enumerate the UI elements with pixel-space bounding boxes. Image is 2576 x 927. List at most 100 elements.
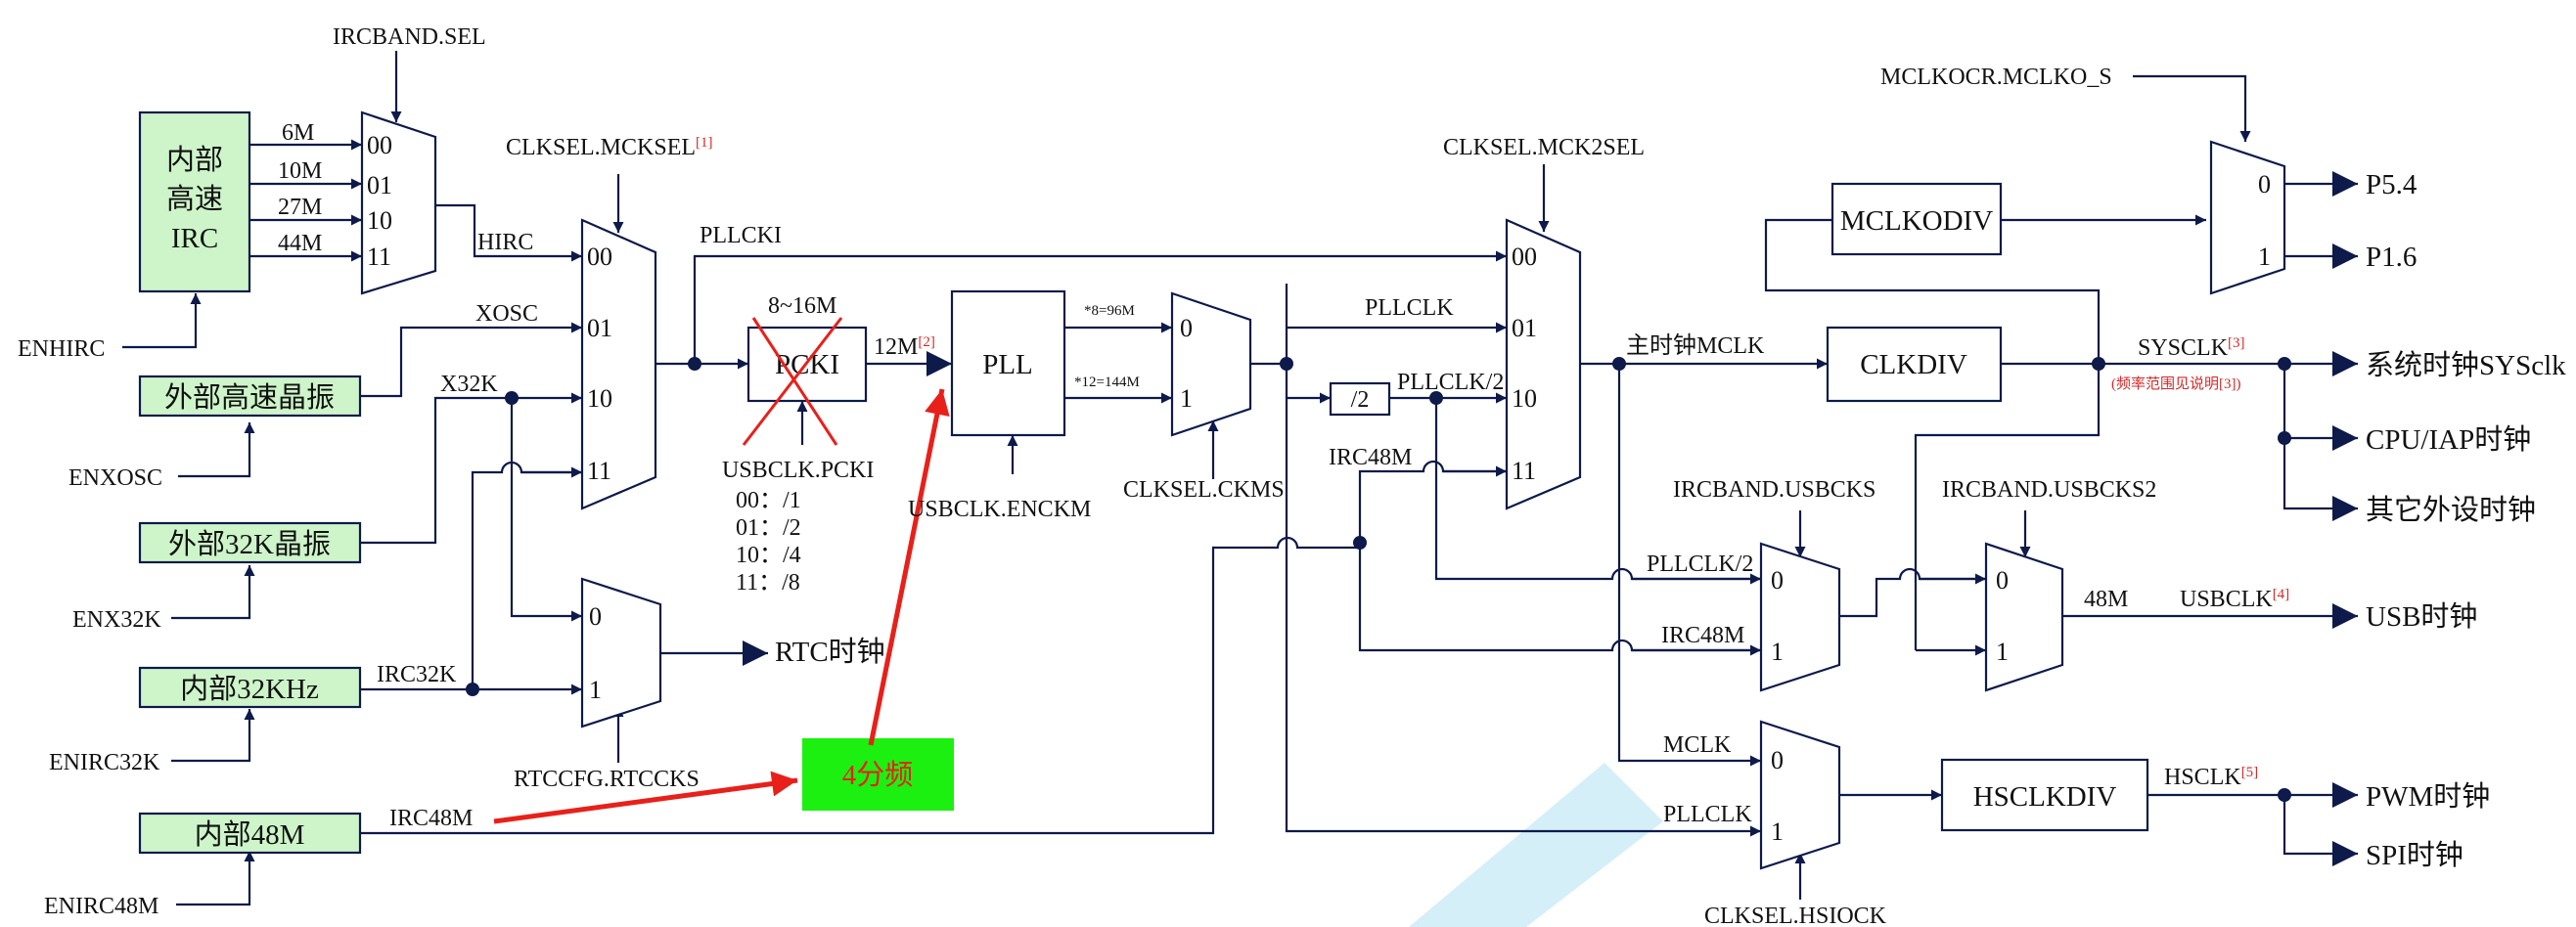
rtc-mux: 0 1 bbox=[580, 577, 662, 728]
sysclk-note: (频率范围见说明[3]) bbox=[2111, 375, 2240, 392]
svg-text:01: 01 bbox=[1512, 314, 1537, 342]
svg-text:0: 0 bbox=[1771, 746, 1784, 774]
svg-text:00: 00 bbox=[1512, 243, 1537, 271]
mclko-mux: 0 1 bbox=[2209, 140, 2286, 295]
svg-text:00: 00 bbox=[587, 243, 612, 271]
svg-text:1: 1 bbox=[1996, 638, 2009, 666]
rtc-output-label: RTC时钟 bbox=[775, 636, 885, 668]
svg-text:1: 1 bbox=[589, 676, 602, 704]
rtccks-label: RTCCFG.RTCCKS bbox=[514, 767, 700, 792]
pll-mul8-label: *8=96M bbox=[1084, 303, 1135, 319]
pllclk-label: PLLCLK bbox=[1365, 295, 1454, 321]
enirc48m-label: ENIRC48M bbox=[44, 894, 158, 919]
mclko-s-label: MCLKOCR.MCLKO_S bbox=[1880, 65, 2112, 90]
svg-text:00: 00 bbox=[367, 131, 392, 159]
cpu-clock-output: CPU/IAP时钟 bbox=[2366, 423, 2531, 456]
svg-text:1: 1 bbox=[1771, 638, 1784, 666]
ircband-mux: 00 01 10 11 bbox=[360, 110, 437, 295]
svg-text:1: 1 bbox=[2258, 243, 2271, 271]
pwm-clock-output: PWM时钟 bbox=[2366, 780, 2490, 813]
irc32k-source: 内部32KHz bbox=[138, 666, 362, 709]
hirc-line-1: 内部 bbox=[166, 144, 223, 176]
hsclkdiv-block: HSCLKDIV bbox=[1940, 758, 2149, 832]
x32k-signal-label: X32K bbox=[440, 372, 498, 397]
svg-text:PLL: PLL bbox=[982, 349, 1033, 380]
svg-text:01: 01 bbox=[587, 314, 612, 342]
irc48m-label: 内部48M bbox=[195, 818, 305, 851]
p16-output: P1.6 bbox=[2366, 242, 2417, 273]
svg-text:1: 1 bbox=[1180, 384, 1193, 413]
pllcki-label: PLLCKI bbox=[700, 223, 782, 248]
svg-text:4分频: 4分频 bbox=[842, 759, 914, 791]
irc32k-label: 内部32KHz bbox=[180, 673, 319, 705]
svg-text:10: 10 bbox=[587, 384, 612, 413]
svg-text:0: 0 bbox=[589, 602, 602, 631]
mcksel-mux: 00 01 10 11 bbox=[580, 218, 657, 510]
mclk-hs-label: MCLK bbox=[1663, 732, 1732, 758]
svg-text:01: 01 bbox=[367, 171, 392, 199]
hirc-source: 内部 高速 IRC bbox=[138, 110, 251, 293]
sys-clock-output: 系统时钟SYSclk bbox=[2366, 349, 2566, 381]
pllclk2-label: PLLCLK/2 bbox=[1397, 370, 1504, 395]
xosc-label: 外部高速晶振 bbox=[164, 381, 335, 414]
hsclk-label: HSCLK[5] bbox=[2164, 765, 2258, 790]
ckms-label: CLKSEL.CKMS bbox=[1123, 477, 1285, 503]
annotation-arrow-to-divider bbox=[493, 771, 798, 824]
xosc-signal-label: XOSC bbox=[475, 301, 538, 327]
sysclk-label: SYSCLK[3] bbox=[2138, 335, 2245, 361]
usb-clock-output: USB时钟 bbox=[2366, 600, 2477, 633]
enhirc-label: ENHIRC bbox=[18, 336, 105, 362]
irc48m-source: 内部48M bbox=[138, 812, 362, 855]
usb-mux-2: 0 1 bbox=[1984, 542, 2064, 692]
xosc-source: 外部高速晶振 bbox=[138, 375, 362, 418]
svg-text:HSCLKDIV: HSCLKDIV bbox=[1973, 781, 2117, 813]
freq-6m: 6M bbox=[282, 120, 314, 146]
freq-44m: 44M bbox=[278, 231, 322, 256]
svg-text:0: 0 bbox=[1996, 566, 2009, 595]
irc48m-usb-label: IRC48M bbox=[1661, 623, 1744, 648]
usbclk-label: USBCLK[4] bbox=[2180, 587, 2289, 612]
main-mclk-label: 主时钟MCLK bbox=[1626, 332, 1765, 359]
hsiock-label: CLKSEL.HSIOCK bbox=[1704, 904, 1887, 927]
freq-10m: 10M bbox=[278, 158, 322, 184]
usb-48m-label: 48M bbox=[2084, 587, 2128, 612]
pcki-div-1: 00：/1 bbox=[736, 488, 801, 513]
pcki-range-label: 8~16M bbox=[768, 293, 836, 319]
svg-text:11: 11 bbox=[367, 243, 391, 271]
svg-text:10: 10 bbox=[1512, 384, 1537, 413]
ircband-sel-label: IRCBAND.SEL bbox=[333, 24, 486, 50]
pll-block: PLL bbox=[950, 289, 1066, 437]
spi-clock-output: SPI时钟 bbox=[2366, 839, 2463, 871]
svg-text:11: 11 bbox=[587, 457, 611, 485]
watermark-stroke bbox=[1409, 763, 1663, 927]
enirc32k-label: ENIRC32K bbox=[49, 750, 160, 775]
hirc-line-3: IRC bbox=[171, 223, 218, 254]
pcki-div-3: 10：/4 bbox=[736, 543, 801, 568]
x32k-label: 外部32K晶振 bbox=[168, 528, 331, 560]
svg-text:1: 1 bbox=[1771, 817, 1784, 846]
hsiock-mux: 0 1 bbox=[1759, 720, 1841, 870]
irc48m-signal-label: IRC48M bbox=[389, 806, 473, 831]
svg-text:MCLKODIV: MCLKODIV bbox=[1840, 205, 1993, 237]
mcksel-label: CLKSEL.MCKSEL[1] bbox=[506, 135, 713, 160]
pcki-block: PCKI bbox=[742, 317, 868, 446]
freq-27m: 27M bbox=[278, 195, 322, 220]
pllclk2-usb-label: PLLCLK/2 bbox=[1647, 552, 1753, 577]
enxosc-label: ENXOSC bbox=[68, 465, 162, 491]
svg-text:0: 0 bbox=[1180, 314, 1193, 342]
svg-text:/2: /2 bbox=[1351, 387, 1370, 413]
usbclk-enckm-label: USBCLK.ENCKM bbox=[908, 497, 1091, 522]
mclkodiv-block: MCLKODIV bbox=[1830, 182, 2003, 256]
svg-text:0: 0 bbox=[2258, 170, 2271, 199]
svg-text:0: 0 bbox=[1771, 566, 1784, 595]
irc32k-signal-label: IRC32K bbox=[377, 662, 457, 687]
pcki-div-4: 11：/8 bbox=[736, 570, 800, 596]
ckms-mux: 0 1 bbox=[1170, 291, 1252, 437]
svg-text:11: 11 bbox=[1512, 457, 1536, 485]
svg-text:CLKDIV: CLKDIV bbox=[1860, 349, 1967, 380]
usbcks-label: IRCBAND.USBCKS bbox=[1673, 477, 1876, 503]
annotation-arrow-to-pcki bbox=[868, 388, 950, 746]
usbcks2-label: IRCBAND.USBCKS2 bbox=[1942, 477, 2156, 503]
irc48m-mck2-label: IRC48M bbox=[1329, 445, 1412, 470]
